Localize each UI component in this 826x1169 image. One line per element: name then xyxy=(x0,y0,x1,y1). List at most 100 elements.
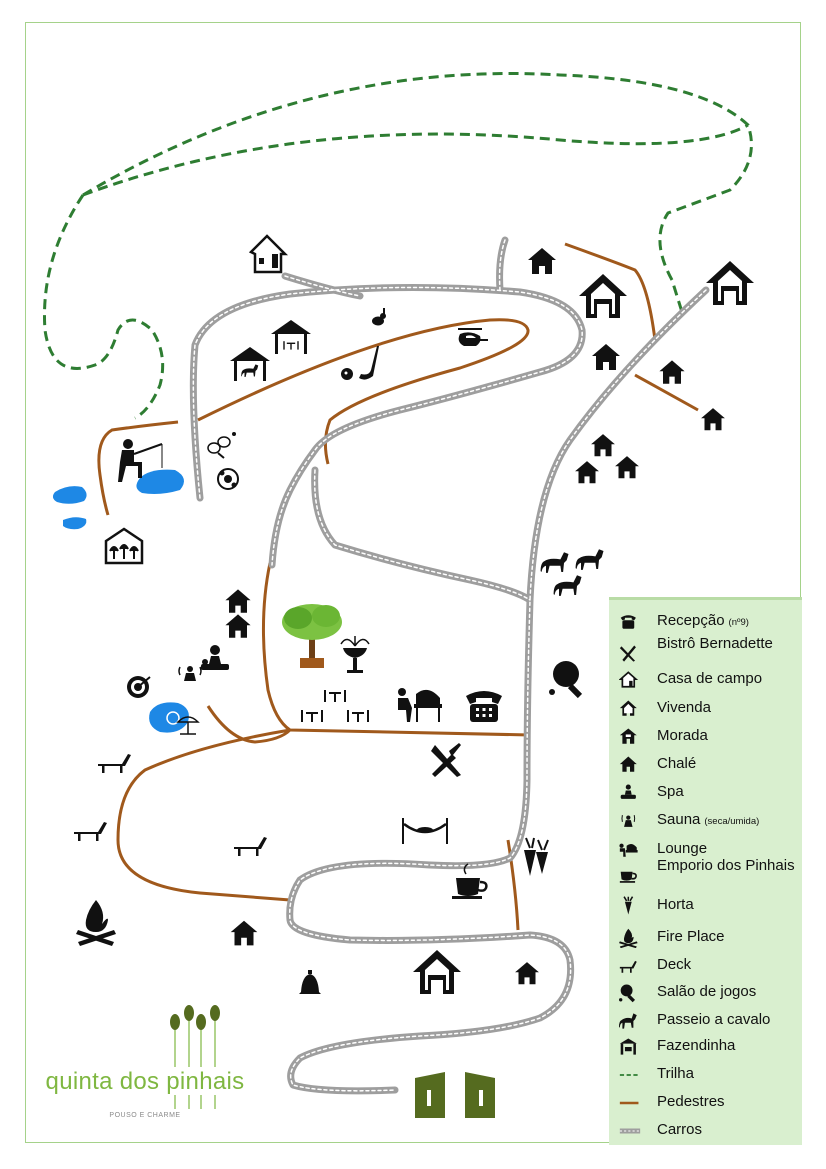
pedestrian-network xyxy=(97,242,699,931)
morada-house-icon xyxy=(230,920,258,946)
fishing-icon xyxy=(118,439,163,482)
legend-label: Carros xyxy=(657,1121,703,1138)
target-icon xyxy=(127,676,151,698)
legend-label: Deck xyxy=(657,956,692,973)
tennis-icon xyxy=(207,432,236,459)
chale-house-icon xyxy=(225,589,251,613)
legend-label: Pedestres xyxy=(657,1093,725,1110)
car-road-icon xyxy=(619,1128,641,1134)
brand-tagline: POUSO E CHARME xyxy=(109,1112,181,1119)
legend-label: Sauna xyxy=(657,811,701,828)
legend-item-3: Vivenda xyxy=(609,697,802,721)
pedestrian-line-icon xyxy=(619,1101,639,1105)
bistro-table-icon xyxy=(301,710,323,722)
legend-label: Morada xyxy=(657,727,708,744)
pedestrian-path xyxy=(564,242,657,341)
helicopter-icon xyxy=(458,328,488,346)
spa-massage-icon xyxy=(201,645,229,670)
legend-label: Vivenda xyxy=(657,699,711,716)
lake xyxy=(63,517,87,530)
trail-path xyxy=(82,123,749,197)
bell-icon xyxy=(299,970,321,994)
legend-note: (nº9) xyxy=(728,617,749,628)
legend-label: Passeio a cavalo xyxy=(657,1011,771,1028)
chale-house-icon xyxy=(575,461,599,484)
legend-item-4: Morada xyxy=(609,725,802,749)
pedestrian-path xyxy=(261,562,531,737)
legend-item-0: Recepção(nº9) xyxy=(609,610,802,634)
legend-label: Salão de jogos xyxy=(657,983,757,1000)
legend-label: Fazendinha xyxy=(657,1037,736,1054)
legend-label: Trilha xyxy=(657,1065,694,1082)
barn-icon xyxy=(619,1038,637,1055)
legend-note: (seca/umida) xyxy=(704,816,760,827)
chale-house-icon xyxy=(225,614,251,638)
rabbit-icon xyxy=(372,308,386,326)
legend-label: Spa xyxy=(657,783,684,800)
bistro-table-icon xyxy=(347,710,369,722)
chale-house-icon xyxy=(659,360,685,384)
sun-lounger-icon xyxy=(74,822,107,841)
horse-icon xyxy=(575,549,604,570)
legend-item-8: Lounge xyxy=(609,838,802,862)
legend-item-11: Fire Place xyxy=(609,926,802,950)
chale-house-icon xyxy=(528,248,556,274)
soccer-ball-icon xyxy=(217,468,239,490)
hammock-icon xyxy=(402,818,448,844)
chale-house-icon xyxy=(615,456,639,479)
coffee-cup-icon xyxy=(452,863,488,899)
legend-item-14: Passeio a cavalo xyxy=(609,1009,802,1033)
chale-house-icon xyxy=(591,434,615,457)
car-road-network xyxy=(193,236,710,1091)
pedestrian-path xyxy=(97,420,179,516)
legend-item-13: Salão de jogos xyxy=(609,981,802,1005)
chale-house-icon xyxy=(619,756,637,772)
brand-logo: quinta dos pinhais POUSO E CHARME xyxy=(40,1068,250,1119)
legend-label: Casa de campo xyxy=(657,670,763,687)
pedestrian-path xyxy=(197,318,530,465)
map-frame xyxy=(25,22,801,1143)
legend-item-1: Bistrô Bernadette xyxy=(609,636,802,666)
trail-network xyxy=(43,72,753,420)
legend-item-15: Fazendinha xyxy=(609,1035,802,1059)
houses xyxy=(225,234,754,994)
coffee-cup-icon xyxy=(619,871,637,883)
legend-item-12: Deck xyxy=(609,954,802,978)
carrot-icon xyxy=(524,837,549,876)
trail-path xyxy=(82,72,753,313)
barn-icon xyxy=(230,347,270,381)
brand-name: quinta dos pinhais xyxy=(45,1068,245,1095)
golf-icon xyxy=(341,346,379,380)
legend-item-9: Emporio dos Pinhais xyxy=(609,858,802,888)
sun-lounger-icon xyxy=(234,837,267,856)
lakes xyxy=(52,469,189,733)
parasol-icon xyxy=(176,716,200,735)
pedestrian-path xyxy=(506,839,520,931)
trail-line-icon xyxy=(619,1074,639,1076)
morada-house-icon xyxy=(619,728,637,744)
telephone-icon xyxy=(466,691,502,722)
carrot-icon xyxy=(623,896,634,915)
horse-icon xyxy=(540,552,569,573)
vivenda-house-icon xyxy=(706,261,754,305)
legend-label-wrap: Recepção(nº9) xyxy=(657,613,749,630)
pedestrian-path xyxy=(634,373,699,412)
lake xyxy=(136,469,184,494)
legend-item-5: Chalé xyxy=(609,753,802,777)
legend-label: Lounge xyxy=(657,840,708,857)
bistro-table-icon xyxy=(324,690,346,702)
legend-item-6: Spa xyxy=(609,781,802,805)
pool-marker-icon xyxy=(166,711,180,725)
chale-house-icon xyxy=(515,962,539,985)
lake xyxy=(52,486,87,504)
legend-item-2: Casa de campo xyxy=(609,668,802,692)
legend-item-16: Trilha xyxy=(609,1063,802,1087)
legend-item-18: Carros xyxy=(609,1119,802,1143)
spa-massage-icon xyxy=(620,784,636,799)
barn-icon xyxy=(271,320,311,354)
piano-icon xyxy=(398,688,442,722)
legend-item-17: Pedestres xyxy=(609,1091,802,1115)
legend-label: Fire Place xyxy=(657,928,725,945)
